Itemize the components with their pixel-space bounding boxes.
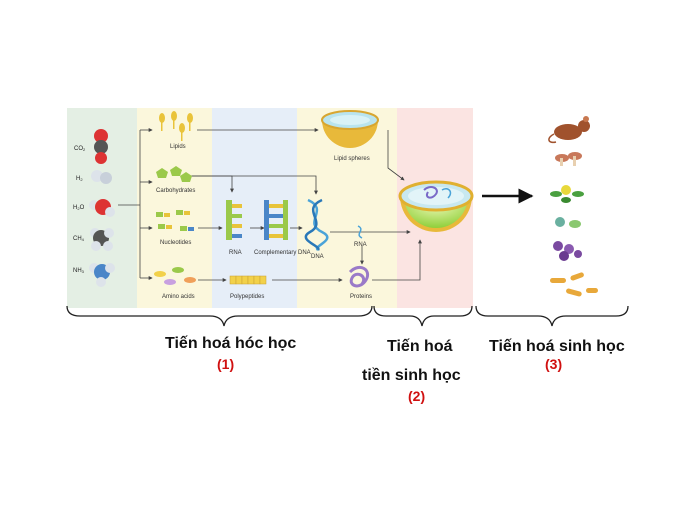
lipid-sphere-icon (321, 110, 379, 148)
rna-small-icon (357, 225, 363, 239)
mushroom-icon (555, 152, 582, 166)
algae-icon (555, 217, 581, 228)
molecule-ch4 (90, 228, 114, 251)
bacteria-icon (550, 272, 598, 297)
brace-stage-1 (66, 305, 373, 327)
label-lipids: Lipids (170, 144, 186, 150)
brace-stage-2 (373, 305, 473, 327)
plant-icon (550, 185, 584, 203)
stage-1-number: (1) (217, 356, 235, 372)
stage-1-title: Tiến hoá hóc học (165, 335, 297, 352)
rna-icon (226, 200, 242, 240)
label-rna: RNA (229, 250, 242, 256)
label-rna-2: RNA (354, 242, 367, 248)
arrows-branch (118, 128, 422, 282)
label-amino-acids: Amino acids (162, 294, 195, 300)
brace-stage-3 (475, 305, 629, 327)
amino-acids-icon (154, 267, 196, 285)
label-dna: DNA (311, 254, 324, 260)
label-proteins: Proteins (350, 294, 372, 300)
label-complementary-dna: Complementary DNA (254, 250, 311, 256)
nucleotides-icon (156, 210, 194, 231)
mouse-icon (548, 116, 590, 144)
stage-2-title-line1: Tiến hoá (387, 338, 453, 355)
protist-icon (553, 241, 582, 261)
molecule-co2 (94, 129, 108, 164)
polypeptides-icon (229, 275, 267, 285)
label-carbohydrates: Carbohydrates (156, 188, 195, 194)
dna-helix-icon (304, 198, 329, 252)
label-h2o: H2O (73, 205, 85, 211)
label-ch4: CH4 (73, 236, 85, 242)
label-co2: CO2 (74, 146, 86, 152)
stage-3-title: Tiến hoá sinh học (489, 338, 625, 355)
molecule-h2 (91, 170, 112, 184)
panel-monomers (137, 108, 212, 308)
complementary-dna-icon (264, 200, 288, 240)
stage-2-title-line2: tiền sinh học (362, 367, 461, 384)
label-lipid-spheres: Lipid spheres (334, 156, 370, 162)
stage-3-number: (3) (545, 356, 563, 372)
protocell-icon (398, 180, 474, 232)
molecule-nh3 (89, 263, 115, 287)
stage-2-number: (2) (408, 388, 426, 404)
lipids-icon (159, 111, 193, 141)
carbohydrates-icon (156, 166, 192, 182)
label-nh3: NH3 (73, 268, 85, 274)
proteins-icon (348, 266, 369, 288)
molecule-h2o (89, 199, 115, 217)
label-nucleotides: Nucleotides (160, 240, 191, 246)
label-h2: H2 (76, 176, 83, 182)
label-polypeptides: Polypeptides (230, 294, 264, 300)
